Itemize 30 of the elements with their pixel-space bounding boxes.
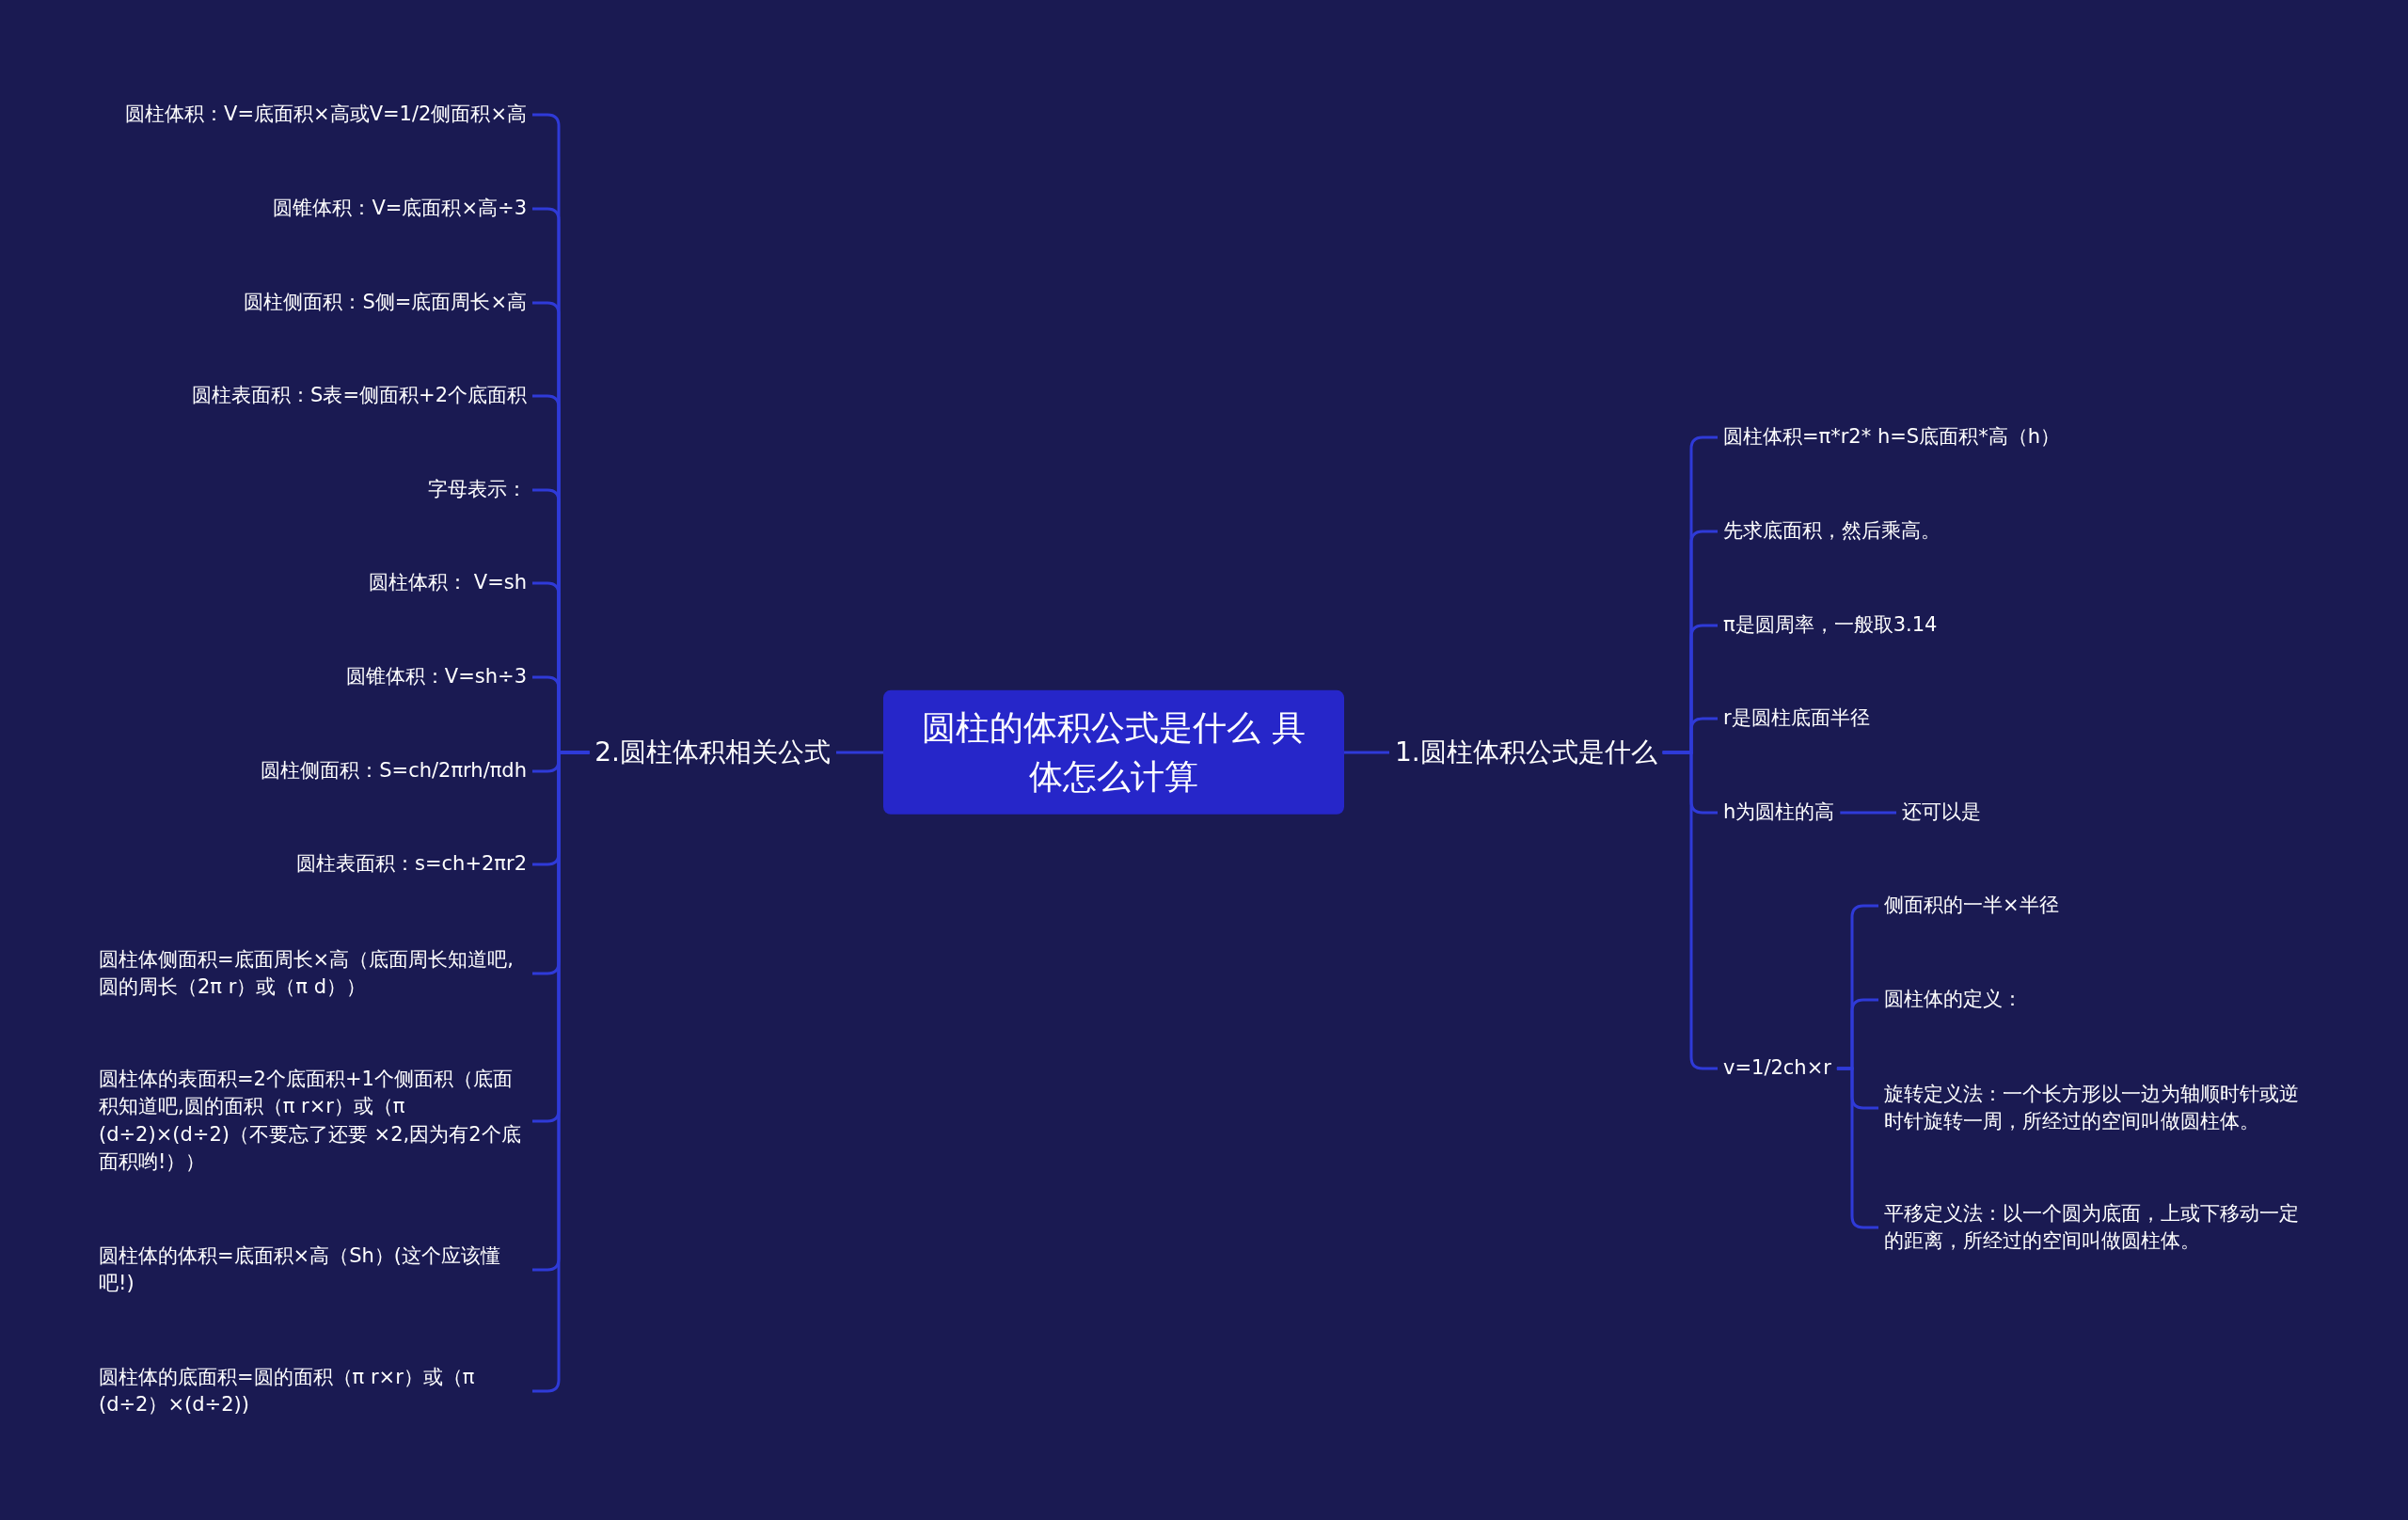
topic-text: 圆柱侧面积：S侧=底面周长×高 — [244, 289, 527, 317]
topic-text: 圆柱表面积：S表=侧面积+2个底面积 — [192, 382, 527, 410]
central-topic-box: 圆柱的体积公式是什么 具体怎么计算 — [883, 689, 1344, 815]
topic-text: 字母表示： — [428, 476, 527, 504]
topic-text: 圆柱体的体积=底面积×高（Sh）(这个应该懂吧!) — [99, 1242, 527, 1298]
branch-topic: 1.圆柱体积公式是什么 — [1395, 734, 1657, 771]
topic-text: 侧面积的一半×半径 — [1884, 892, 2059, 920]
topic-text: 圆锥体积：V=sh÷3 — [345, 663, 527, 691]
topic-text: 圆柱体的表面积=2个底面积+1个侧面积（底面积知道吧,圆的面积（π r×r）或（π (d÷2)×(d÷2)（不要忘了还要 ×2,因为有2个底面积哟!）） — [99, 1066, 527, 1177]
connector-line — [1344, 751, 1389, 754]
topic-text: v=1/2ch×r — [1723, 1054, 1831, 1083]
topic-text: 旋转定义法：一个长方形以一边为轴顺时针或逆时针旋转一周，所经过的空间叫做圆柱体。 — [1884, 1080, 2317, 1136]
topic-text: 圆柱侧面积：S=ch/2πrh/πdh — [261, 757, 527, 785]
topic-text: π是圆周率，一般取3.14 — [1723, 611, 1938, 640]
topic-text: 圆柱体积：V=底面积×高或V=1/2侧面积×高 — [125, 101, 527, 129]
topic-text: 圆柱体积=π*r2* h=S底面积*高（h） — [1723, 423, 2060, 451]
topic-text: 圆柱体的定义： — [1884, 986, 2022, 1014]
topic-text: 圆柱体积： V=sh — [369, 569, 527, 597]
topic-text: 圆锥体积：V=底面积×高÷3 — [273, 195, 527, 223]
topic-text: 还可以是 — [1902, 799, 1981, 827]
topic-text: 圆柱体的底面积=圆的面积（π r×r）或（π (d÷2）×(d÷2)) — [99, 1363, 527, 1419]
topic-text: h为圆柱的高 — [1723, 799, 1835, 827]
branch-topic: 2.圆柱体积相关公式 — [594, 734, 831, 771]
connector-line — [1840, 811, 1896, 815]
topic-text: r是圆柱底面半径 — [1723, 705, 1870, 733]
topic-text: 先求底面积，然后乘高。 — [1723, 517, 1941, 546]
topic-text: 圆柱体侧面积=底面周长×高（底面周长知道吧,圆的周长（2π r）或（π d）） — [99, 945, 527, 1002]
topic-text: 平移定义法：以一个圆为底面，上或下移动一定的距离，所经过的空间叫做圆柱体。 — [1884, 1199, 2317, 1256]
topic-text: 圆柱表面积：s=ch+2πr2 — [296, 850, 527, 879]
connector-line — [836, 751, 883, 754]
